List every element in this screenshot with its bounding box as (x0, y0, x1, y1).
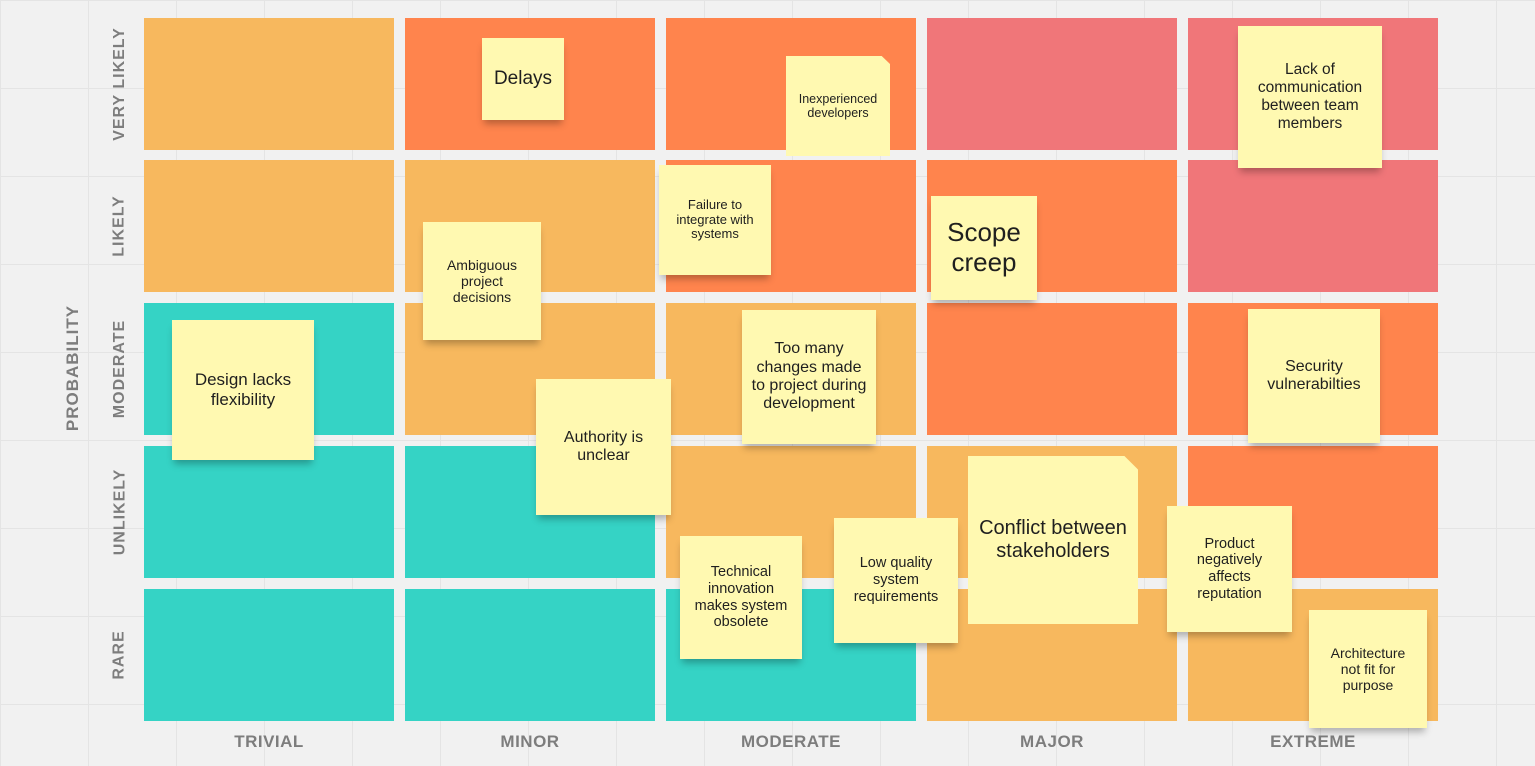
sticky-note-delays[interactable]: Delays (482, 38, 564, 120)
sticky-note-technical-innovation[interactable]: Technical innovation makes system obsole… (680, 536, 802, 659)
matrix-cell-0-0 (144, 18, 394, 150)
matrix-cell-4-1 (405, 589, 655, 721)
sticky-note-too-many-changes[interactable]: Too many changes made to project during … (742, 310, 876, 444)
probability-axis-label: PROBABILITY (63, 304, 83, 432)
sticky-note-design-lacks-flexibility[interactable]: Design lacks flexibility (172, 320, 314, 460)
sticky-note-architecture-not-fit[interactable]: Architecture not fit for purpose (1309, 610, 1427, 728)
column-label-moderate: MODERATE (740, 732, 841, 751)
column-label-extreme: EXTREME (1270, 732, 1356, 751)
sticky-note-failure-to-integrate[interactable]: Failure to integrate with systems (659, 165, 771, 275)
column-label-trivial: TRIVIAL (234, 732, 304, 751)
row-label-very-likely: VERY LIKELY (111, 27, 128, 141)
sticky-note-authority-is-unclear[interactable]: Authority is unclear (536, 379, 671, 515)
sticky-note-conflict-between-stakeholders[interactable]: Conflict between stakeholders (968, 456, 1138, 624)
matrix-cell-2-3 (927, 303, 1177, 435)
sticky-note-ambiguous-project-decisions[interactable]: Ambiguous project decisions (423, 222, 541, 340)
row-label-likely: LIKELY (111, 195, 129, 257)
sticky-note-product-reputation[interactable]: Product negatively affects reputation (1167, 506, 1292, 632)
row-label-moderate: MODERATE (111, 319, 128, 419)
matrix-cell-1-0 (144, 160, 394, 292)
sticky-note-security-vulnerabilities[interactable]: Security vulnerabilties (1248, 309, 1380, 443)
matrix-cell-0-3 (927, 18, 1177, 150)
matrix-cell-1-4 (1188, 160, 1438, 292)
row-label-unlikely: UNLIKELY (111, 468, 128, 556)
row-label-rare: RARE (111, 630, 128, 680)
column-label-major: MAJOR (1020, 732, 1084, 751)
matrix-cell-3-0 (144, 446, 394, 578)
column-label-minor: MINOR (500, 732, 560, 751)
sticky-note-inexperienced-developers[interactable]: Inexperienced developers (786, 56, 890, 156)
sticky-note-scope-creep[interactable]: Scope creep (931, 196, 1037, 300)
sticky-note-lack-of-communication[interactable]: Lack of communication between team membe… (1238, 26, 1382, 168)
matrix-cell-4-0 (144, 589, 394, 721)
sticky-note-low-quality-requirements[interactable]: Low quality system requirements (834, 518, 958, 643)
